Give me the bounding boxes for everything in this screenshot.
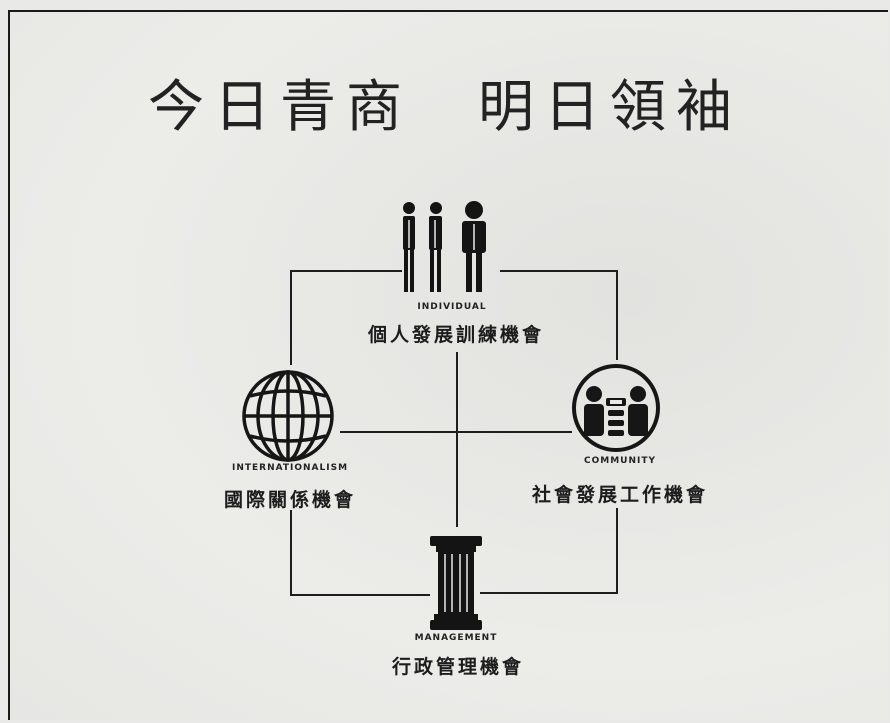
globe-icon (242, 370, 334, 462)
frame-right-upper-line (616, 270, 618, 360)
management-label-zh: 行政管理機會 (391, 656, 524, 678)
frame-right-lower-line (616, 508, 618, 593)
frame-left-lower-line (290, 510, 292, 595)
community-icon (572, 364, 660, 452)
international-label-zh: 國際關係機會 (223, 489, 356, 511)
individual-label-zh: 個人發展訓練機會 (367, 324, 544, 346)
frame-bottom-right-line (480, 592, 618, 594)
pillar-icon (430, 536, 482, 630)
community-label-zh: 社會發展工作機會 (531, 484, 708, 506)
frame-bottom-left-line (290, 594, 430, 596)
center-vertical-line (456, 352, 458, 527)
page-title: 今日青商 明日領袖 (148, 75, 742, 140)
frame-left-upper-line (290, 270, 292, 365)
individual-label-en: INDIVIDUAL (417, 302, 487, 312)
management-label-en: MANAGEMENT (414, 633, 498, 643)
international-label-en: INTERNATIONALISM (231, 463, 349, 473)
people-icon (403, 201, 486, 292)
community-label-en: COMMUNITY (583, 456, 656, 466)
frame-top-right-line (500, 270, 618, 272)
frame-top-left-line (290, 270, 402, 272)
center-horizontal-line (340, 431, 572, 433)
